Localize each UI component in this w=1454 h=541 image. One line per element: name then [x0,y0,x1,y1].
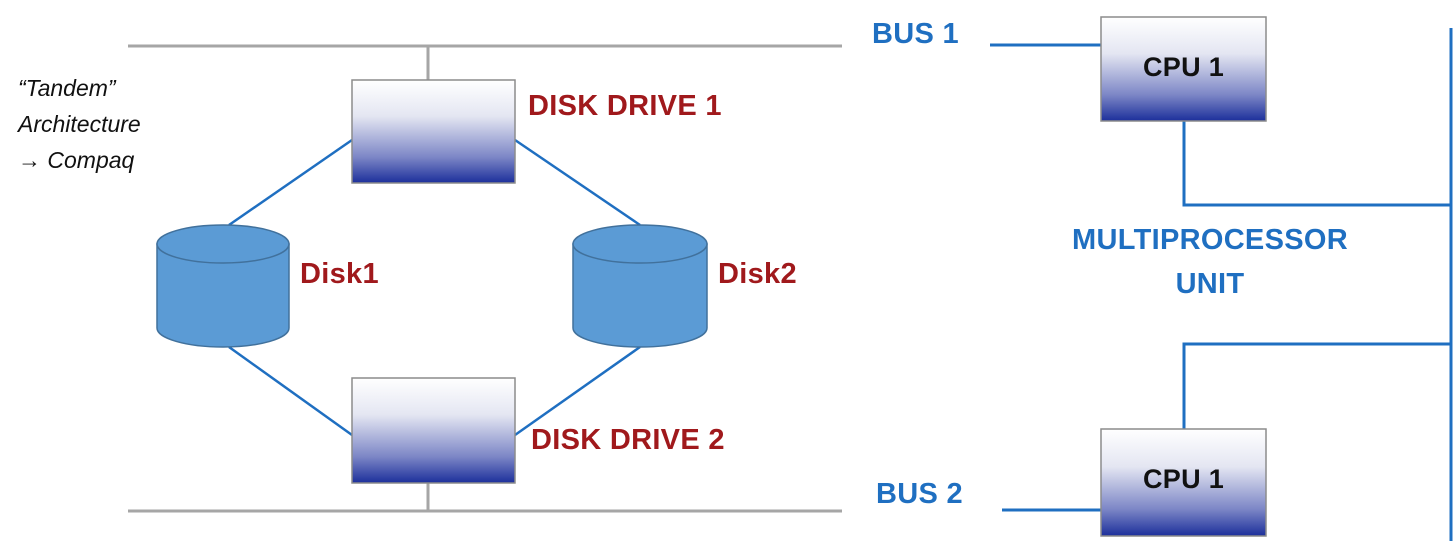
disk2-cylinder-icon [572,224,708,348]
disk-drive-1-label: DISK DRIVE 1 [528,90,722,122]
cpu-top-label: CPU 1 [1142,52,1225,82]
cpu-top-link [1182,121,1451,207]
cpu-bottom-label: CPU 1 [1142,464,1225,494]
disk1-label: Disk1 [300,258,379,290]
cpu-top-box [1100,16,1267,122]
disk1-cylinder-icon [156,224,290,348]
note-line-3: → Compaq [18,147,135,173]
disk-drive-2-box [351,377,516,484]
connector-disk1-drive2 [228,345,353,437]
connector-disk2-drive2 [514,345,641,437]
multiprocessor-label-line2: UNIT [1175,268,1245,300]
cpu-bottom-box [1100,428,1267,537]
disk2-label: Disk2 [718,258,797,290]
architecture-note: “Tandem” Architecture → Compaq [18,70,141,178]
disk-drive-1-box [351,79,516,184]
connector-drive1-disk1 [228,138,353,227]
cpu-bottom-link [1182,342,1451,429]
bus-1-label: BUS 1 [872,18,959,50]
bus-2-label: BUS 2 [876,478,963,510]
multiprocessor-label-line1: MULTIPROCESSOR [1072,224,1348,256]
disk-drive-2-label: DISK DRIVE 2 [531,424,725,456]
note-line-2: Architecture [18,111,141,137]
connector-drive1-disk2 [514,138,641,227]
note-line-1: “Tandem” [18,75,116,101]
